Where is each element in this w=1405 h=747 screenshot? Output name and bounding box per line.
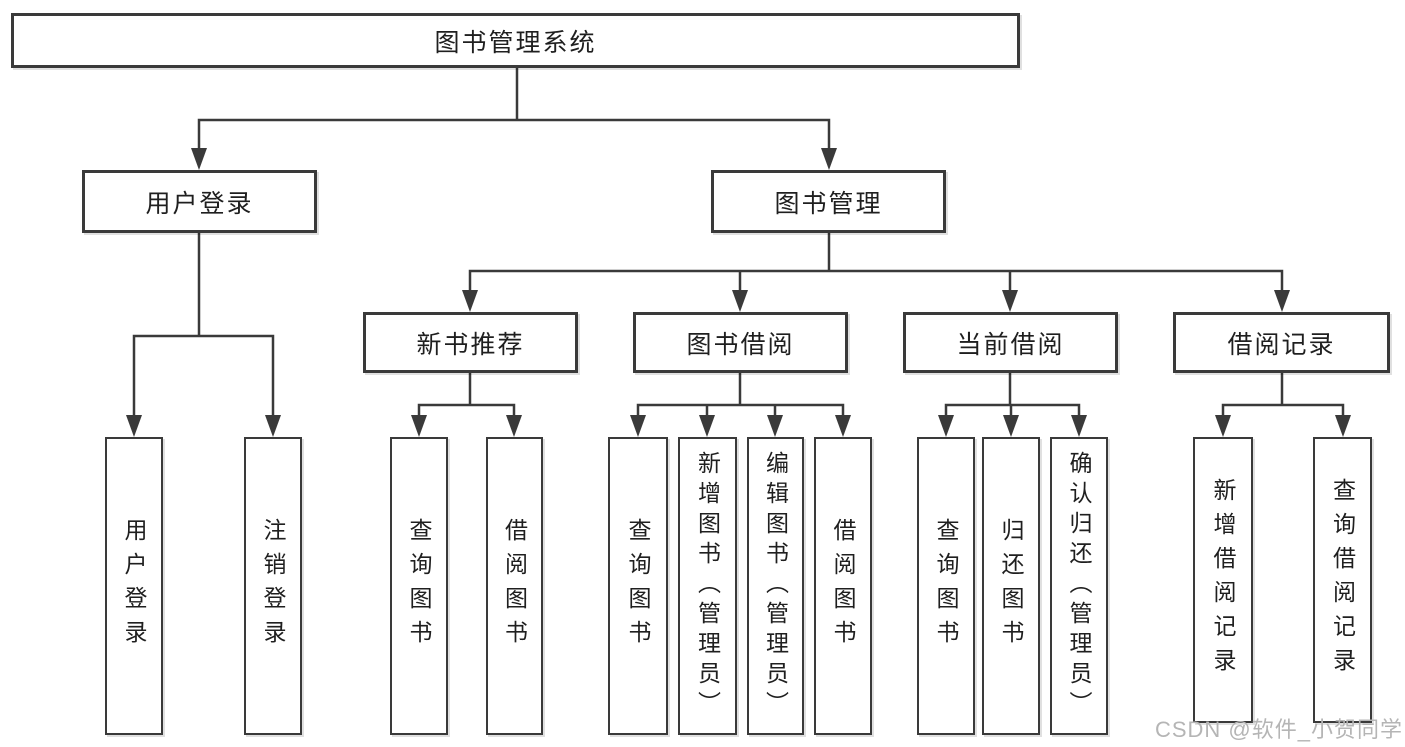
arrow-down-icon: [1215, 415, 1231, 437]
arrow-down-icon: [699, 415, 715, 437]
arrow-down-icon: [1274, 290, 1290, 312]
arrow-down-icon: [462, 290, 478, 312]
leaf-query-books-current: 查询图书: [917, 437, 975, 735]
leaf-label: 借阅图书: [501, 518, 528, 654]
arrow-down-icon: [1002, 290, 1018, 312]
arrow-down-icon: [732, 290, 748, 312]
leaf-user-login: 用户登录: [105, 437, 163, 735]
node-label: 用户登录: [145, 189, 254, 218]
arrow-down-icon: [767, 415, 783, 437]
connector-g1-rail: [417, 403, 516, 417]
arrow-down-icon: [411, 415, 427, 437]
arrow-down-icon: [821, 148, 837, 170]
connector-g4-rail: [1221, 403, 1345, 417]
leaf-edit-book-admin: 编辑图书（管理员）: [747, 437, 804, 735]
leaf-label: 查询图书: [933, 518, 959, 654]
arrow-down-icon: [506, 415, 522, 437]
node-root: 图书管理系统: [11, 13, 1020, 68]
leaf-query-borrow-record: 查询借阅记录: [1313, 437, 1372, 723]
arrow-down-icon: [1003, 415, 1019, 437]
leaf-label: 查询图书: [625, 518, 651, 654]
node-book-borrow: 图书借阅: [633, 312, 848, 373]
arrow-down-icon: [1071, 415, 1087, 437]
arrow-down-icon: [938, 415, 954, 437]
leaf-borrow-books: 借阅图书: [814, 437, 872, 735]
node-root-label: 图书管理系统: [434, 28, 597, 57]
leaf-label: 注销登录: [260, 518, 286, 654]
leaf-label: 用户登录: [121, 518, 147, 654]
connector-g3-rail: [944, 403, 1081, 417]
leaf-add-book-admin: 新增图书（管理员）: [678, 437, 737, 735]
leaf-label: 查询借阅记录: [1329, 478, 1356, 682]
leaf-query-books-borrow: 查询图书: [608, 437, 668, 735]
node-new-book-recommend: 新书推荐: [363, 312, 578, 373]
connector-userlogin-rail: [132, 334, 275, 417]
leaf-label: 归还图书: [998, 518, 1024, 654]
leaf-label: 确认归还（管理员）: [1066, 451, 1092, 721]
leaf-label: 新增借阅记录: [1210, 478, 1236, 682]
leaf-add-borrow-record: 新增借阅记录: [1193, 437, 1253, 723]
leaf-label: 借阅图书: [830, 518, 856, 654]
node-label: 图书管理: [774, 189, 883, 218]
arrow-down-icon: [630, 415, 646, 437]
leaf-query-books-recommend: 查询图书: [390, 437, 448, 735]
leaf-logout: 注销登录: [244, 437, 302, 735]
node-borrow-records: 借阅记录: [1173, 312, 1390, 373]
node-current-borrow: 当前借阅: [903, 312, 1118, 373]
arrow-down-icon: [191, 148, 207, 170]
leaf-label: 查询图书: [406, 518, 432, 654]
node-label: 当前借阅: [956, 330, 1065, 359]
arrowheads: [126, 148, 1351, 437]
node-book-management: 图书管理: [711, 170, 946, 233]
connector-l2-rail: [197, 118, 831, 150]
node-user-login: 用户登录: [82, 170, 317, 233]
leaf-return-book: 归还图书: [982, 437, 1040, 735]
node-label: 图书借阅: [686, 330, 795, 359]
leaf-label: 编辑图书（管理员）: [762, 451, 789, 721]
csdn-watermark: CSDN @软件_小贺同学: [1154, 717, 1403, 742]
arrow-down-icon: [126, 415, 142, 437]
leaf-borrow-books-recommend: 借阅图书: [486, 437, 543, 735]
node-label: 借阅记录: [1227, 330, 1336, 359]
connector-g2-rail: [636, 403, 845, 417]
node-label: 新书推荐: [416, 330, 525, 359]
connector-l3-rail: [468, 269, 1284, 292]
leaf-label: 新增图书（管理员）: [694, 451, 721, 721]
arrow-down-icon: [1335, 415, 1351, 437]
leaf-confirm-return-admin: 确认归还（管理员）: [1050, 437, 1108, 735]
arrow-down-icon: [835, 415, 851, 437]
arrow-down-icon: [265, 415, 281, 437]
